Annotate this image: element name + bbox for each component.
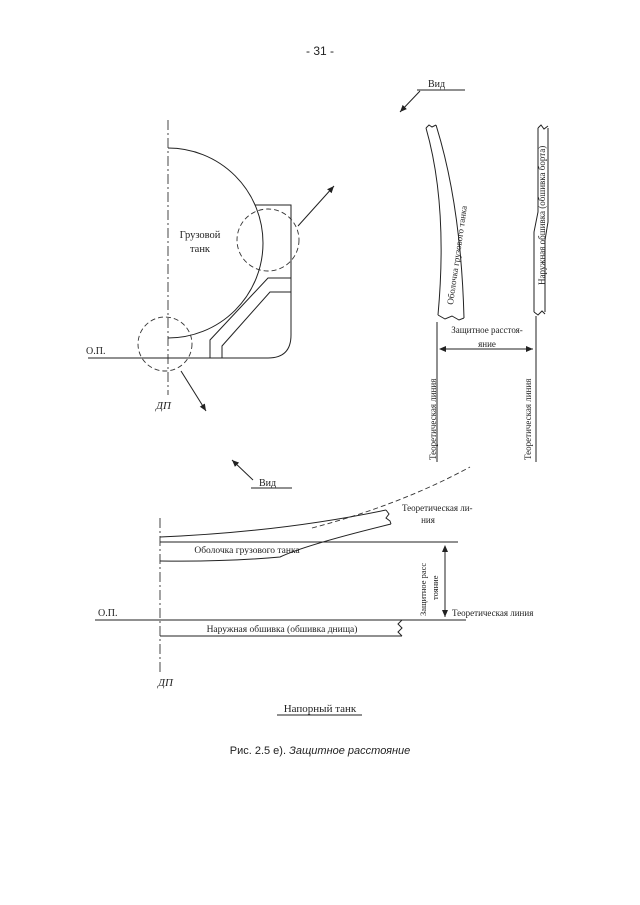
- cargo-shell-right-line: [435, 124, 465, 319]
- vid-label-bottom: Вид: [259, 478, 276, 489]
- outer-shell-break-right: [397, 619, 403, 637]
- cargo-tank-outline: [167, 147, 264, 339]
- cargo-shell-top-line: [159, 509, 387, 538]
- side-detail-view: Вид Оболочка грузового танка Наружная об…: [399, 79, 549, 462]
- detail-circle-side: [236, 208, 300, 272]
- op-label-bottom: О.П.: [98, 608, 117, 619]
- cargo-tank-label-2: танк: [190, 244, 211, 255]
- theoretical-line-label-right: Теоретическая линия: [523, 379, 533, 460]
- bottom-view-arrow: [180, 370, 207, 412]
- page-number: - 31 -: [305, 44, 334, 58]
- detail-circle-bottom: [137, 316, 193, 372]
- theoretical-line-label-bottom: Теоретическая линия: [452, 608, 533, 618]
- cargo-shell-break-top: [425, 124, 437, 129]
- outer-shell-side-label: Наружная обшивка (обшивка борта): [537, 146, 547, 285]
- cargo-tank-label-1: Грузовой: [180, 230, 221, 241]
- theoretical-line-label-left: Теоретическая линия: [428, 379, 438, 460]
- inner-hull-outline: [221, 291, 291, 358]
- caption-text: Защитное расстояние: [289, 745, 411, 757]
- dp-label-bottom: ДП: [157, 677, 174, 689]
- cargo-shell-break-bottom: [437, 314, 465, 321]
- protective-distance-label-1: Защитное расстоя-: [451, 325, 523, 335]
- tank-cross-section: Грузовой танк О.П. ДП: [86, 120, 335, 412]
- dp-label-top: ДП: [155, 400, 172, 412]
- outer-shell-break-bottom: [533, 310, 546, 316]
- vid-arrow-top: [399, 90, 421, 113]
- theoretical-line-label-2: ния: [421, 515, 435, 525]
- inner-bottom-outline: [209, 277, 291, 358]
- op-label-top: О.П.: [86, 346, 105, 357]
- outer-shell-bottom-label: Наружная обшивка (обшивка днища): [207, 624, 358, 635]
- bottom-detail-view: Вид Оболочка грузового танка Теоретическ…: [95, 459, 533, 689]
- protective-distance-label-2: яние: [478, 339, 496, 349]
- vid-label-top: Вид: [428, 79, 445, 90]
- protective-distance-vertical-label-2: тояние: [430, 575, 440, 600]
- side-view-arrow: [297, 185, 335, 227]
- theoretical-line-label-1: Теоретическая ли-: [402, 503, 473, 513]
- vid-arrow-bottom: [231, 459, 254, 481]
- cargo-shell-bottom-label: Оболочка грузового танка: [194, 545, 300, 556]
- figure-caption: Рис. 2.5 е). Защитное расстояние: [0, 745, 640, 757]
- pressure-tank-title: Напорный танк: [284, 703, 357, 715]
- outer-shell-left-line: [533, 128, 539, 312]
- cargo-shell-bottom-line: [159, 523, 392, 562]
- outer-shell-right-line: [544, 128, 549, 312]
- cargo-shell-label: Оболочка грузового танка: [445, 205, 469, 305]
- hull-outer-outline: [168, 204, 292, 359]
- outer-shell-break-top: [537, 124, 549, 130]
- cargo-shell-left-line: [425, 127, 442, 316]
- caption-prefix: Рис. 2.5 е).: [229, 745, 287, 757]
- protective-distance-vertical-label-1: Защитное расс: [418, 563, 428, 616]
- cargo-shell-break-right: [385, 509, 392, 525]
